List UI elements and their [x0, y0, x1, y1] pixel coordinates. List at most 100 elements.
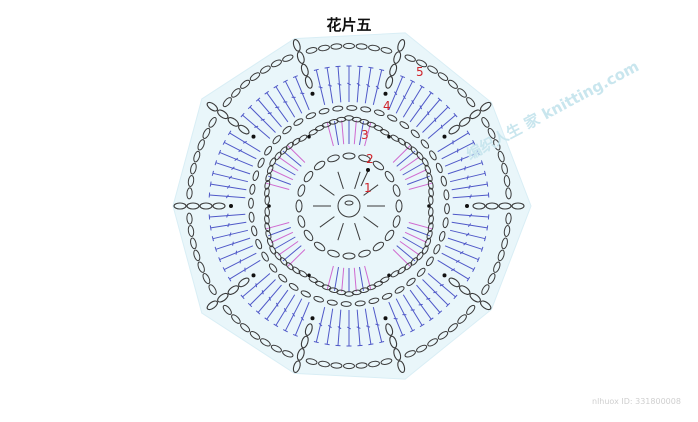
- chain-stitch: [437, 331, 449, 340]
- stitch-bar: [375, 323, 380, 326]
- shell-stitch: [402, 236, 424, 250]
- spike-chain: [296, 348, 305, 361]
- stitch-bar: [231, 166, 235, 171]
- slip-stitch-dot: [387, 134, 391, 139]
- shell-stitch: [274, 236, 296, 250]
- spike-chain: [472, 202, 486, 210]
- stitch-bar: [261, 290, 264, 295]
- chain-stitch: [410, 146, 419, 155]
- chain-stitch: [444, 203, 450, 215]
- chain-stitch: [373, 109, 385, 117]
- stitch-bar: [283, 308, 287, 313]
- chain-stitch: [381, 292, 393, 300]
- stitch-top: [240, 294, 245, 300]
- shell-stitch: [396, 245, 416, 262]
- spike-chain: [458, 117, 471, 127]
- chain-stitch: [264, 187, 270, 198]
- slip-stitch-dot: [267, 204, 271, 208]
- stitch-bar: [227, 223, 230, 228]
- stitch-top: [273, 323, 279, 328]
- stitch-top: [282, 329, 288, 333]
- stitch-top: [222, 139, 226, 145]
- chain-stitch: [416, 151, 424, 161]
- chain-stitch: [354, 300, 366, 307]
- stitch-top: [247, 104, 253, 110]
- chain-stitch: [501, 162, 508, 175]
- chain-stitch: [297, 215, 306, 228]
- stitch-bar: [418, 303, 423, 306]
- chain-stitch: [327, 154, 340, 163]
- chain-stitch: [358, 249, 371, 258]
- shell-stitch: [396, 150, 416, 167]
- stitch-bar: [468, 184, 471, 189]
- stitch-bar: [234, 157, 239, 161]
- stitch-top: [480, 160, 484, 166]
- stitch-top: [273, 84, 279, 89]
- chain-stitch: [443, 189, 450, 201]
- stitch-top: [466, 130, 471, 136]
- stitch-bar: [242, 140, 247, 144]
- stitch-bar: [267, 112, 272, 115]
- chain-stitch: [208, 117, 217, 128]
- stitch-top: [282, 79, 288, 83]
- watermark-id: nlhuox ID: 331800008: [592, 397, 681, 406]
- stitch-top: [429, 317, 434, 322]
- stitch-top: [484, 236, 487, 242]
- chain-stitch: [197, 261, 205, 273]
- stitch-top: [218, 149, 222, 155]
- spike-chain: [173, 202, 187, 210]
- chain-stitch: [384, 229, 395, 242]
- chain-stitch: [466, 97, 476, 108]
- chain-stitch: [466, 304, 476, 315]
- spike-chain: [238, 277, 250, 288]
- chain-stitch: [487, 127, 496, 139]
- chain-stitch: [380, 276, 390, 284]
- stitch-top: [379, 341, 385, 344]
- chain-stitch: [328, 118, 339, 125]
- chain-stitch: [278, 273, 288, 283]
- shell-stitch: [334, 267, 339, 291]
- chain-stitch: [314, 125, 325, 132]
- chain-stitch: [222, 97, 232, 108]
- stitch-top: [255, 97, 261, 102]
- stitch-bar: [469, 194, 472, 199]
- spike-chain: [479, 300, 492, 311]
- chain-stitch: [249, 331, 261, 340]
- shell-stitch: [268, 175, 291, 185]
- stitch-top: [313, 68, 319, 71]
- round-label-2: 2: [366, 152, 374, 166]
- stitch-top: [429, 90, 434, 95]
- slip-stitch-dot: [465, 204, 469, 208]
- stitch-top: [400, 75, 406, 79]
- chain-stitch: [255, 238, 263, 250]
- stitch-bar: [228, 175, 233, 180]
- stitch-bar: [366, 325, 371, 328]
- stitch-bar: [451, 268, 456, 272]
- stitch-bar: [426, 297, 431, 300]
- chain-stitch: [427, 222, 434, 233]
- spike-chain: [186, 202, 200, 210]
- start-dot: [366, 168, 370, 172]
- slip-stitch-dot: [310, 316, 315, 321]
- chain-stitch: [425, 256, 434, 267]
- stitch-bar: [337, 83, 342, 86]
- chain-stitch: [342, 152, 356, 160]
- stitch-top: [264, 317, 269, 322]
- chain-stitch: [298, 270, 308, 278]
- chain-stitch: [318, 108, 330, 115]
- chain-stitch: [197, 139, 205, 151]
- chain-stitch: [390, 270, 400, 278]
- stitch-top: [453, 294, 458, 300]
- stitch-top: [472, 139, 476, 145]
- magic-ring: [337, 194, 361, 218]
- chain-stitch: [268, 263, 278, 273]
- stitch-bar: [275, 106, 280, 109]
- stitch-bar: [232, 241, 234, 246]
- chain-stitch: [257, 157, 265, 168]
- stitch-bar: [225, 194, 229, 199]
- chain-stitch: [497, 150, 505, 163]
- stitch-bar: [402, 95, 406, 100]
- spike-chain: [300, 63, 309, 77]
- stitch-bar: [260, 118, 265, 121]
